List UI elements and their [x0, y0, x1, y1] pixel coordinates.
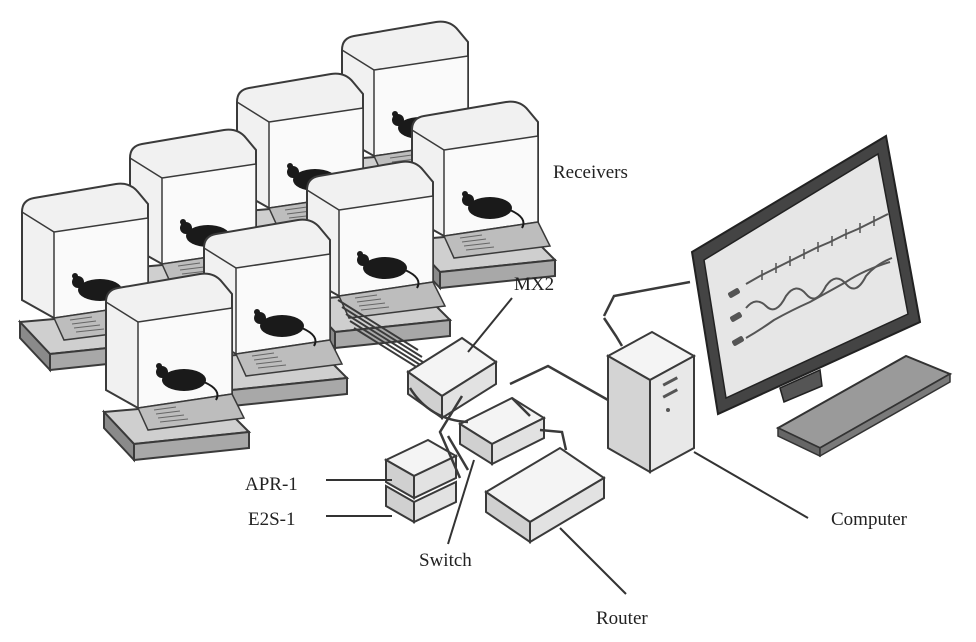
- leader-lines: [326, 297, 809, 595]
- network-cables: [408, 280, 691, 479]
- receiver-cage-8: [103, 272, 250, 461]
- mx2-unit: [406, 336, 498, 420]
- computer-label: Computer: [831, 509, 908, 530]
- apr-1-label: APR-1: [245, 474, 298, 495]
- keyboard: [775, 354, 953, 458]
- e2s-1-label: E2S-1: [248, 509, 296, 530]
- receiver-cable-bundle: [337, 299, 435, 379]
- receivers-label: Receivers: [553, 162, 628, 183]
- e2s-1-unit: [385, 480, 457, 524]
- apr-1-unit: [383, 438, 459, 500]
- computer-monitor: [690, 134, 922, 416]
- mx2-label: MX2: [514, 274, 554, 295]
- switch-label: Switch: [419, 550, 472, 571]
- router-unit: [484, 446, 606, 544]
- router-label: Router: [596, 608, 648, 629]
- switch-unit: [457, 396, 547, 466]
- computer-tower: [605, 330, 697, 474]
- eeg-trace: [745, 213, 893, 339]
